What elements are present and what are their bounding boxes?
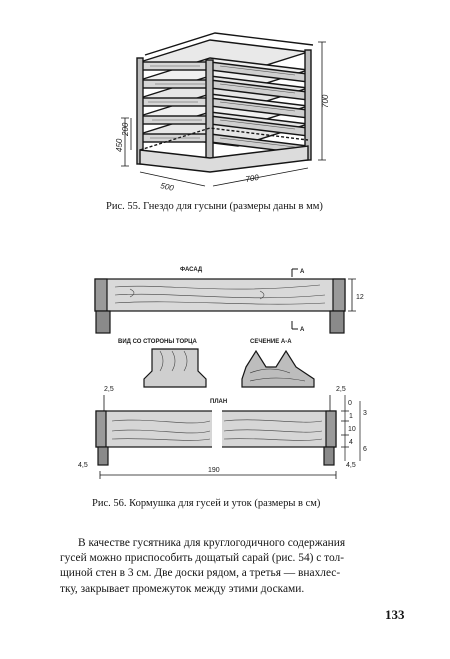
body-line: В качестве гусятника для круглогодичного… <box>78 537 346 549</box>
dim-right-3: 10 <box>348 426 356 433</box>
body-line: гусей можно приспособить дощатый сарай (… <box>60 552 345 565</box>
section-mark-top: А <box>300 269 305 275</box>
dim-width: 700 <box>245 173 260 184</box>
page-number: 133 <box>385 607 405 622</box>
figure-55-caption: Рис. 55. Гнездо для гусыни (размеры даны… <box>106 201 323 212</box>
dim-right-bottom: 4,5 <box>346 462 356 469</box>
dim-right-5: 3 <box>363 410 367 417</box>
dim-right-4: 4 <box>349 439 353 446</box>
body-paragraph: В качестве гусятника для круглогодичного… <box>60 536 412 597</box>
dim-left-upper: 200 <box>121 122 130 137</box>
dim-top-left: 2,5 <box>104 386 114 393</box>
label-plan: ПЛАН <box>210 399 227 405</box>
section-shape <box>241 349 315 388</box>
dim-top-right: 2,5 <box>336 386 346 393</box>
dim-left-total: 450 <box>115 138 124 152</box>
dim-height-top: 12 <box>356 294 364 301</box>
label-facade: ФАСАД <box>180 267 203 273</box>
dim-right-6: 6 <box>363 446 367 453</box>
dim-right-1: 0 <box>348 400 352 407</box>
dim-height: 700 <box>321 94 330 108</box>
facade-board <box>94 278 346 312</box>
body-line: щиной стен в 3 см. Две доски рядом, а тр… <box>60 567 341 580</box>
body-line: тку, закрывает промежуток между этими до… <box>60 582 305 595</box>
figure-56-caption: Рис. 56. Кормушка для гусей и уток (разм… <box>92 498 321 509</box>
section-mark-bottom: А <box>300 327 305 333</box>
end-view-shape <box>143 348 207 388</box>
dim-right-2: 1 <box>349 413 353 420</box>
label-end-view: ВИД СО СТОРОНЫ ТОРЦА <box>118 339 198 345</box>
label-section: СЕЧЕНИЕ А-А <box>250 339 292 345</box>
figure-56-drawing: ФАСАД А А 12 ВИД СО СТОРОНЫ ТОРЦА СЕЧЕНИ… <box>78 267 367 479</box>
figure-55-drawing: 700 450 200 500 700 <box>115 32 330 193</box>
dim-length: 190 <box>208 467 220 474</box>
dim-length: 500 <box>160 181 175 193</box>
dim-left-bottom: 4,5 <box>78 462 88 469</box>
